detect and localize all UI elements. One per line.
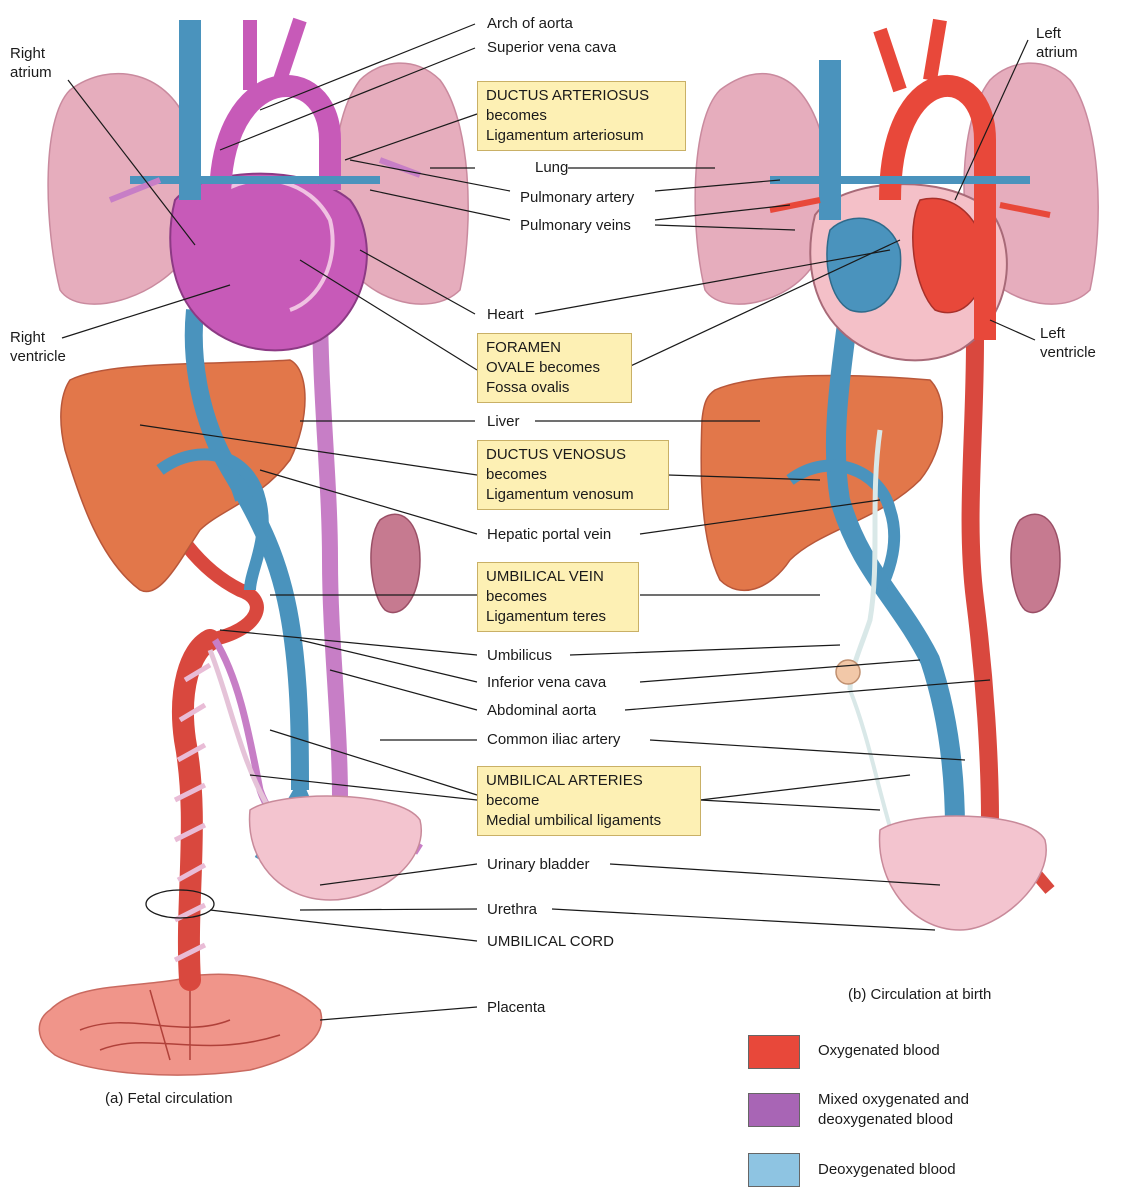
label-umbilicus: Umbilicus: [487, 646, 552, 665]
box-line: becomes: [486, 465, 660, 485]
label-superior-vena-cava: Superior vena cava: [487, 38, 616, 57]
box-line: becomes: [486, 587, 630, 607]
legend-swatch-oxygenated: [748, 1035, 800, 1069]
label-umbilical-cord: UMBILICAL CORD: [487, 932, 614, 951]
caption-circulation-at-birth: (b) Circulation at birth: [848, 985, 991, 1004]
legend-line: deoxygenated blood: [818, 1110, 969, 1130]
box-line: DUCTUS VENOSUS: [486, 445, 660, 465]
caption-fetal-circulation: (a) Fetal circulation: [105, 1089, 233, 1108]
bladder-fetal: [250, 796, 422, 900]
label-liver: Liver: [487, 412, 520, 431]
label-arch-of-aorta: Arch of aorta: [487, 14, 573, 33]
label-urethra: Urethra: [487, 900, 537, 919]
box-line: become: [486, 791, 692, 811]
placenta: [39, 974, 321, 1075]
liver-birth: [701, 376, 942, 591]
bladder-birth: [880, 816, 1047, 930]
legend-line: Mixed oxygenated and: [818, 1090, 969, 1110]
label-urinary-bladder: Urinary bladder: [487, 855, 590, 874]
legend-label-mixed: Mixed oxygenated and deoxygenated blood: [818, 1090, 969, 1130]
label-left-ventricle: Left ventricle: [1040, 324, 1120, 362]
box-ductus-venosus: DUCTUS VENOSUS becomes Ligamentum venosu…: [477, 440, 669, 510]
label-inferior-vena-cava: Inferior vena cava: [487, 673, 606, 692]
label-placenta: Placenta: [487, 998, 545, 1017]
label-pulmonary-artery: Pulmonary artery: [520, 188, 634, 207]
box-line: Ligamentum venosum: [486, 485, 660, 505]
label-lung: Lung: [535, 158, 568, 177]
left-lung-birth: [695, 74, 820, 304]
legend-label-deoxygenated: Deoxygenated blood: [818, 1160, 956, 1180]
box-line: UMBILICAL VEIN: [486, 567, 630, 587]
legend-line: Deoxygenated blood: [818, 1160, 956, 1180]
abdominal-aorta-birth: [971, 340, 990, 820]
legend-swatch-deoxygenated: [748, 1153, 800, 1187]
left-lung-fetal: [48, 74, 190, 304]
box-line: Ligamentum arteriosum: [486, 126, 677, 146]
box-line: DUCTUS ARTERIOSUS: [486, 86, 677, 106]
box-line: Medial umbilical ligaments: [486, 811, 692, 831]
box-umbilical-arteries: UMBILICAL ARTERIES become Medial umbilic…: [477, 766, 701, 836]
legend-line: Oxygenated blood: [818, 1041, 940, 1061]
box-line: UMBILICAL ARTERIES: [486, 771, 692, 791]
umbilical-cord: [183, 640, 210, 980]
kidney-fetal: [371, 514, 420, 612]
box-line: becomes: [486, 106, 677, 126]
label-right-atrium: Right atrium: [10, 44, 70, 82]
box-foramen-ovale: FORAMEN OVALE becomes Fossa ovalis: [477, 333, 632, 403]
label-pulmonary-veins: Pulmonary veins: [520, 216, 631, 235]
label-left-atrium: Left atrium: [1036, 24, 1096, 62]
label-common-iliac-artery: Common iliac artery: [487, 730, 620, 749]
legend-swatch-mixed: [748, 1093, 800, 1127]
legend-label-oxygenated: Oxygenated blood: [818, 1041, 940, 1061]
box-line: OVALE becomes: [486, 358, 623, 378]
box-line: Ligamentum teres: [486, 607, 630, 627]
box-line: Fossa ovalis: [486, 378, 623, 398]
box-line: FORAMEN: [486, 338, 623, 358]
box-ductus-arteriosus: DUCTUS ARTERIOSUS becomes Ligamentum art…: [477, 81, 686, 151]
abdominal-aorta-fetal: [320, 300, 340, 800]
label-right-ventricle: Right ventricle: [10, 328, 90, 366]
box-umbilical-vein: UMBILICAL VEIN becomes Ligamentum teres: [477, 562, 639, 632]
label-heart: Heart: [487, 305, 524, 324]
kidney-birth: [1011, 514, 1060, 612]
label-abdominal-aorta: Abdominal aorta: [487, 701, 596, 720]
label-hepatic-portal-vein: Hepatic portal vein: [487, 525, 611, 544]
